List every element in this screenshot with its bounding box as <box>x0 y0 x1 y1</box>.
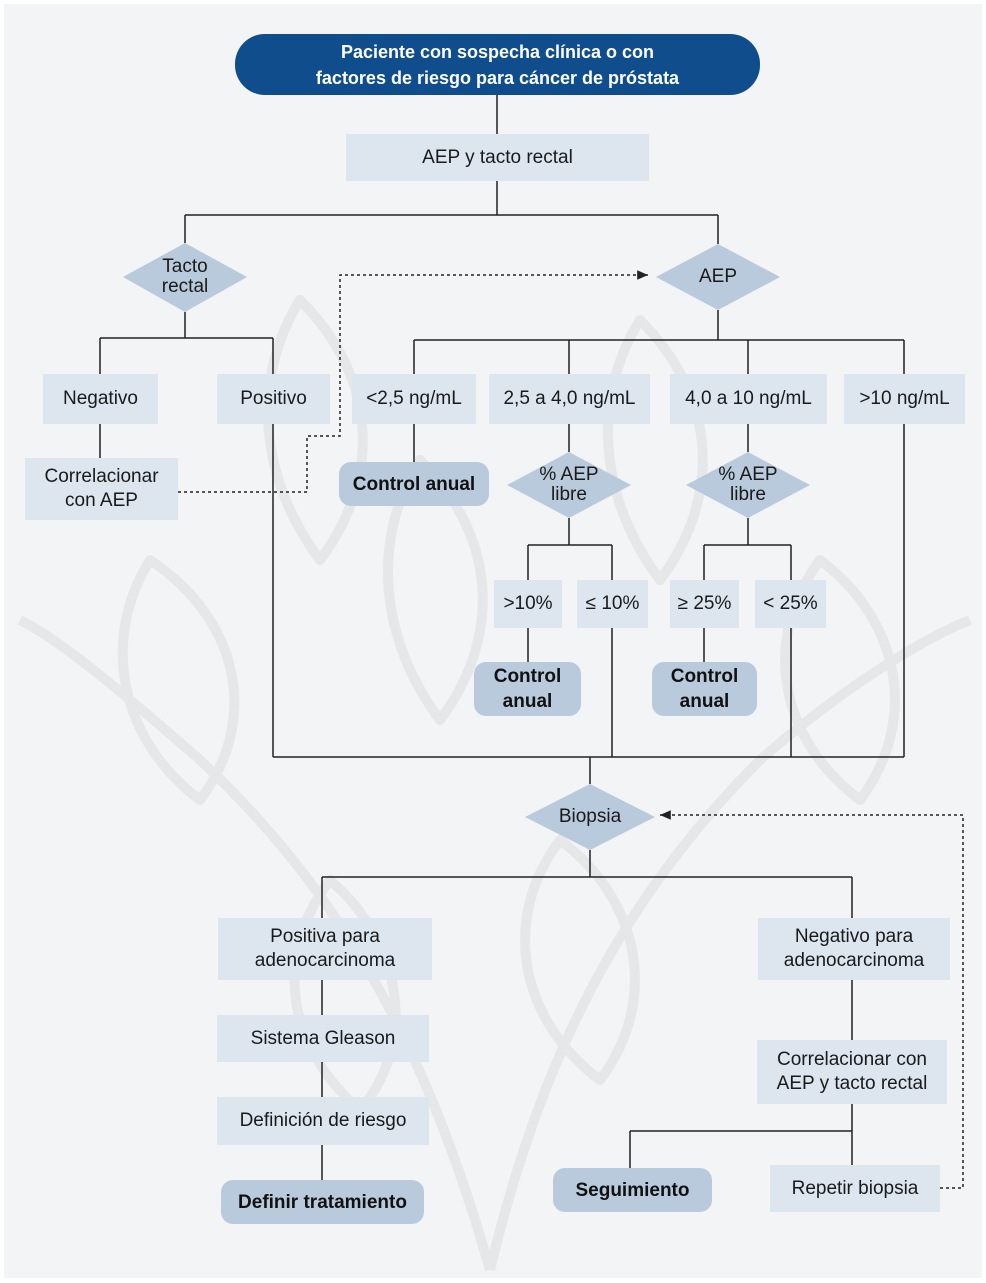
diamond-biopsia <box>525 784 655 850</box>
node-positivo: Positivo <box>217 374 330 424</box>
node-le-10pct: ≤ 10% <box>577 580 648 628</box>
node-positiva-adenocarcinoma: Positiva para adenocarcinoma <box>218 918 432 980</box>
diamond-aep-libre-2 <box>686 452 810 518</box>
label-aep: AEP <box>698 266 738 287</box>
start-node-header: Paciente con sospecha clínica o con fact… <box>235 34 760 95</box>
node-sistema-gleason: Sistema Gleason <box>217 1015 429 1062</box>
node-repetir-biopsia: Repetir biopsia <box>770 1165 940 1212</box>
node-4-a-10: 4,0 a 10 ng/mL <box>670 374 827 424</box>
node-gt-10pct: >10% <box>494 580 562 628</box>
label-aep-libre-2: % AEP libre <box>718 464 778 505</box>
diamond-tacto-rectal <box>123 243 247 312</box>
node-lt-2-5: <2,5 ng/mL <box>352 374 476 424</box>
node-correlacionar-aep-tacto: Correlacionar con AEP y tacto rectal <box>757 1040 947 1104</box>
node-aep-tacto-rectal: AEP y tacto rectal <box>346 134 649 181</box>
label-tacto-rectal: Tacto rectal <box>161 256 209 297</box>
node-lt-25pct: < 25% <box>755 580 826 628</box>
node-control-anual-2: Control anual <box>474 662 581 716</box>
node-gt-10: >10 ng/mL <box>844 374 965 424</box>
node-seguimiento: Seguimiento <box>553 1168 712 1212</box>
node-negativo-adenocarcinoma: Negativo para adenocarcinoma <box>758 918 950 980</box>
label-biopsia: Biopsia <box>558 806 622 827</box>
node-control-anual-3: Control anual <box>652 662 757 716</box>
node-definicion-riesgo: Definición de riesgo <box>217 1097 429 1145</box>
node-control-anual-1: Control anual <box>339 462 489 506</box>
diamond-aep-libre-1 <box>507 452 631 518</box>
node-negativo: Negativo <box>43 374 158 424</box>
node-correlacionar-aep: Correlacionar con AEP <box>25 458 178 520</box>
node-2-5-a-4: 2,5 a 4,0 ng/mL <box>489 374 650 424</box>
node-definir-tratamiento: Definir tratamiento <box>221 1180 424 1224</box>
node-ge-25pct: ≥ 25% <box>670 580 739 628</box>
label-aep-libre-1: % AEP libre <box>539 464 599 505</box>
diamond-aep <box>656 244 780 310</box>
